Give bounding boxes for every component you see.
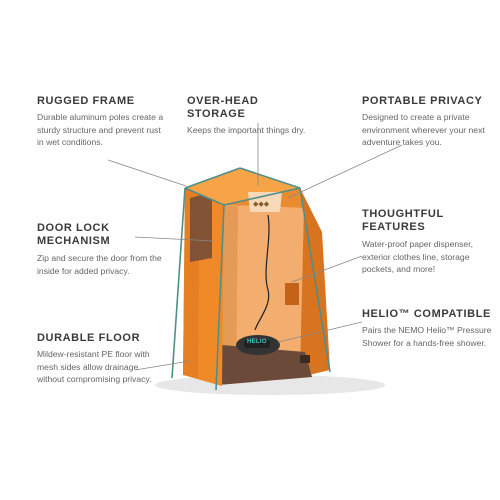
callout-helio-compatible: HELIO™ COMPATIBLE Pairs the NEMO Helio™ … <box>362 308 497 349</box>
door-lock-title: DOOR LOCK MECHANISM <box>37 222 111 247</box>
nemo-logo-tag <box>300 355 310 363</box>
callout-overhead-storage: OVER-HEAD STORAGE Keeps the important th… <box>187 95 317 137</box>
portable-privacy-title: PORTABLE PRIVACY <box>362 95 483 107</box>
door-lock-body: Zip and secure the door from the inside … <box>37 253 162 276</box>
portable-privacy-body: Designed to create a private environment… <box>362 112 485 147</box>
mesh-window <box>190 192 212 262</box>
tent-frame <box>171 167 331 391</box>
shower-hose <box>254 214 270 331</box>
durable-floor-title: DURABLE FLOOR <box>37 332 141 344</box>
helio-shower-label-bg <box>244 340 270 348</box>
tent-top-logo: ◆◆◆ <box>253 201 270 208</box>
callout-durable-floor: DURABLE FLOOR Mildew-resistant PE floor … <box>37 332 167 386</box>
storage-pocket <box>285 283 299 305</box>
rugged-frame-body: Durable aluminum poles create a sturdy s… <box>37 112 164 147</box>
callout-portable-privacy: PORTABLE PRIVACY Designed to create a pr… <box>362 95 497 149</box>
tent-roof <box>185 168 300 205</box>
leader-lines <box>107 123 403 371</box>
callout-door-lock: DOOR LOCK MECHANISM Zip and secure the d… <box>37 222 167 277</box>
rugged-frame-title: RUGGED FRAME <box>37 95 135 107</box>
durable-floor-body: Mildew-resistant PE floor with mesh side… <box>37 349 152 384</box>
thoughtful-features-body: Water-proof paper dispenser, exterior cl… <box>362 239 473 274</box>
helio-shower-text: HELIO <box>247 339 267 345</box>
callout-rugged-frame: RUGGED FRAME Durable aluminum poles crea… <box>37 95 167 149</box>
callout-thoughtful-features: THOUGHTFUL FEATURES Water-proof paper di… <box>362 208 497 276</box>
helio-compatible-body: Pairs the NEMO Helio™ Pressure Shower fo… <box>362 325 492 348</box>
thoughtful-features-title: THOUGHTFUL FEATURES <box>362 208 444 233</box>
overhead-storage-title: OVER-HEAD STORAGE <box>187 95 259 120</box>
helio-compatible-title: HELIO™ COMPATIBLE <box>362 308 491 320</box>
tent-floor <box>218 345 312 385</box>
overhead-storage-body: Keeps the important things dry. <box>187 125 306 135</box>
tent-right-panel <box>296 188 330 378</box>
